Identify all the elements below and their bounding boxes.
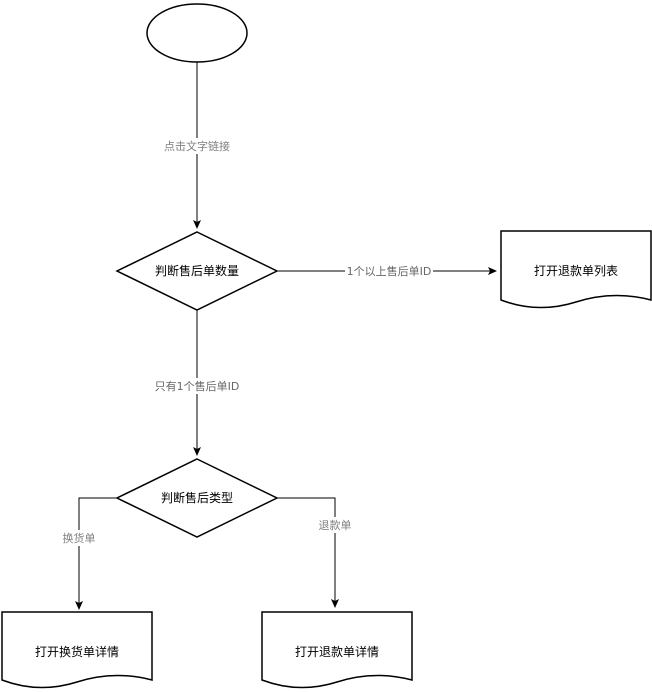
start-node	[146, 3, 248, 63]
edge-label-multiple-ids: 1个以上售后单ID	[347, 264, 432, 278]
doc-refund-detail-label: 打开退款单详情	[295, 644, 379, 659]
decision-type-node	[115, 458, 279, 538]
edge-label-click-link: 点击文字链接	[164, 139, 230, 153]
edge-type-to-refund	[277, 497, 339, 608]
doc-refund-detail-node	[261, 611, 413, 689]
edge-label-single-id: 只有1个售后单ID	[155, 379, 240, 393]
doc-exchange-detail-label: 打开换货单详情	[35, 644, 119, 659]
doc-refund-list-label: 打开退款单列表	[534, 264, 618, 278]
doc-exchange-detail-node	[1, 611, 153, 689]
edge-label-refund: 退款单	[319, 518, 352, 532]
edge-label-exchange: 换货单	[63, 531, 96, 545]
decision-count-label: 判断售后单数量	[155, 263, 239, 278]
edge-type-to-exchange	[75, 497, 117, 610]
decision-type-label: 判断售后类型	[161, 490, 233, 505]
doc-refund-list-node	[500, 230, 652, 309]
